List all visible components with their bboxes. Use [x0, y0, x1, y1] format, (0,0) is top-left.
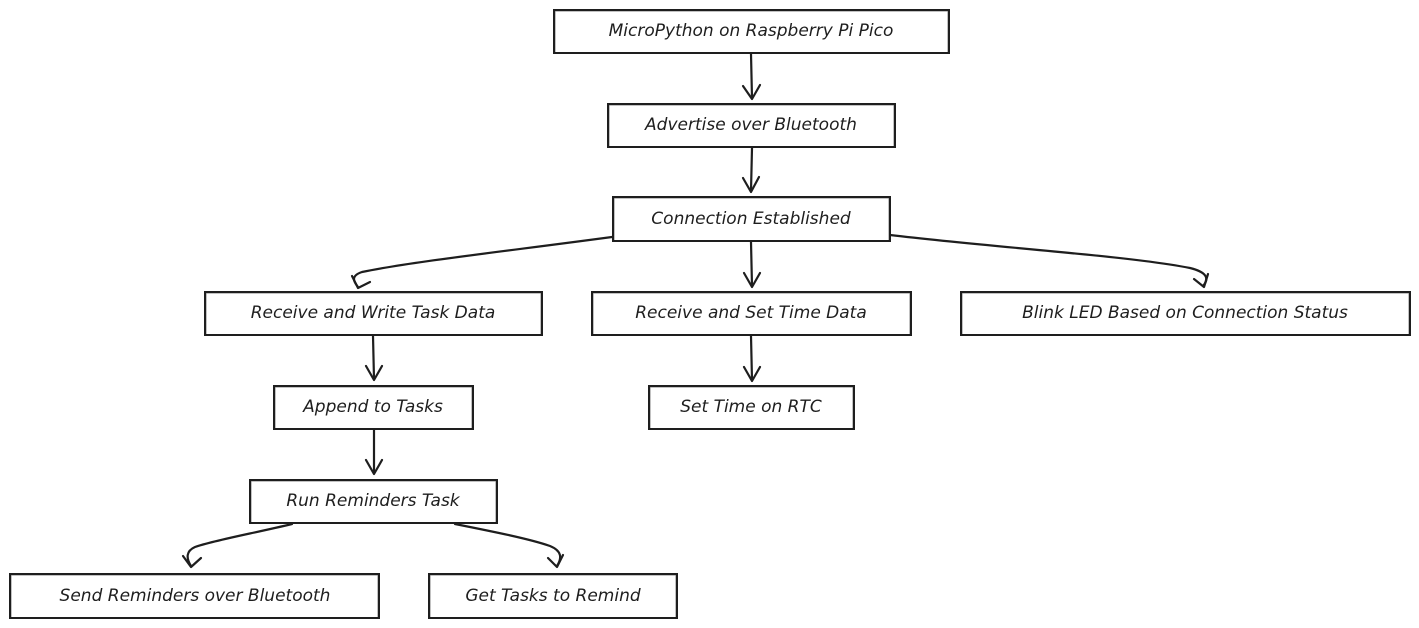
node-label-set-time-rtc: Set Time on RTC [680, 397, 822, 417]
node-label-micropython: MicroPython on Raspberry Pi Pico [609, 21, 894, 41]
edge-run-reminders-to-send-reminders [181, 522, 294, 569]
node-label-append-tasks: Append to Tasks [302, 397, 443, 417]
node-label-send-reminders: Send Reminders over Bluetooth [60, 586, 331, 606]
node-receive-task: Receive and Write Task Data [204, 291, 543, 336]
node-label-receive-task: Receive and Write Task Data [251, 303, 496, 323]
node-label-receive-time: Receive and Set Time Data [635, 303, 867, 323]
node-run-reminders: Run Reminders Task [249, 479, 498, 524]
node-label-get-tasks: Get Tasks to Remind [465, 586, 640, 606]
node-label-advertise: Advertise over Bluetooth [644, 115, 857, 135]
node-receive-time: Receive and Set Time Data [591, 291, 912, 336]
edge-micropython-to-advertise [741, 52, 762, 101]
edge-connection-to-blink-led [888, 233, 1210, 289]
edge-receive-task-to-append-tasks [364, 334, 384, 382]
edge-append-tasks-to-run-reminders [364, 428, 384, 476]
node-label-blink-led: Blink LED Based on Connection Status [1022, 303, 1348, 323]
edge-run-reminders-to-get-tasks [453, 522, 565, 569]
node-advertise: Advertise over Bluetooth [607, 103, 896, 148]
edge-connection-to-receive-task [350, 235, 614, 290]
node-connection: Connection Established [612, 196, 891, 242]
nodes: MicroPython on Raspberry Pi Pico Adverti… [9, 9, 1411, 619]
node-set-time-rtc: Set Time on RTC [648, 385, 855, 430]
node-label-connection: Connection Established [651, 209, 851, 229]
edges [181, 52, 1210, 569]
node-append-tasks: Append to Tasks [273, 385, 474, 430]
node-get-tasks: Get Tasks to Remind [428, 573, 678, 619]
node-label-run-reminders: Run Reminders Task [286, 491, 460, 511]
node-blink-led: Blink LED Based on Connection Status [960, 291, 1411, 336]
node-micropython: MicroPython on Raspberry Pi Pico [553, 9, 950, 54]
edge-receive-time-to-set-time-rtc [742, 334, 762, 383]
edge-connection-to-receive-time [742, 240, 762, 289]
node-send-reminders: Send Reminders over Bluetooth [9, 573, 380, 619]
edge-advertise-to-connection [741, 146, 761, 194]
